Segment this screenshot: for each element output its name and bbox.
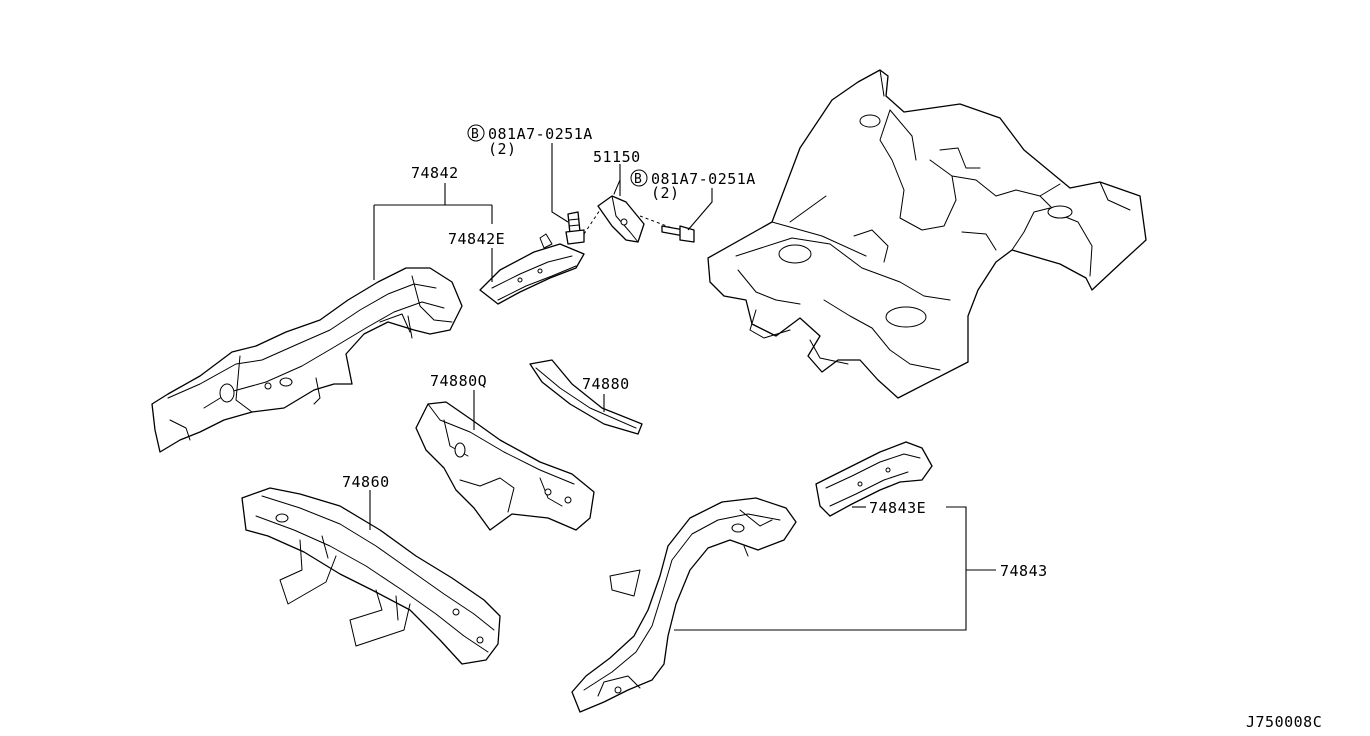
front-crossmember-74860 xyxy=(241,487,501,665)
bolt-badge-lower-letter: B xyxy=(634,172,642,187)
label-74860: 74860 xyxy=(342,473,390,491)
label-74880q: 74880Q xyxy=(430,372,487,390)
label-74843: 74843 xyxy=(1000,562,1048,580)
right-member-extension xyxy=(815,441,933,517)
bracket-51150 xyxy=(597,179,645,243)
crossmember-74880q xyxy=(415,401,595,531)
label-74842e: 74842E xyxy=(448,230,505,248)
label-74842: 74842 xyxy=(411,164,459,182)
callout-bolt-upper: B 081A7-0251A (2) xyxy=(467,124,593,158)
crossmember-stay-74880 xyxy=(529,359,643,435)
bolt-badge-upper-letter: B xyxy=(471,127,479,142)
right-side-member xyxy=(571,497,797,713)
bracket-bolt-alignment-2 xyxy=(639,215,673,229)
bolt-upper xyxy=(565,211,585,245)
bolt-badge-upper xyxy=(467,124,485,142)
bolt-lower-part-number: 081A7-0251A xyxy=(651,170,756,188)
label-74880: 74880 xyxy=(582,375,630,393)
rear-floor-panel xyxy=(707,69,1147,399)
bolt-lower-quantity: (2) xyxy=(651,184,680,202)
label-51150: 51150 xyxy=(593,148,641,166)
bolt-upper-quantity: (2) xyxy=(488,140,517,158)
label-74843e: 74843E xyxy=(869,499,926,517)
callout-bolt-lower: B 081A7-0251A (2) xyxy=(630,169,756,202)
bolt-upper-part-number: 081A7-0251A xyxy=(488,125,593,143)
left-side-member xyxy=(151,267,463,453)
left-member-extension xyxy=(479,233,585,305)
diagram-id: J750008C xyxy=(1246,713,1322,731)
bolt-badge-lower xyxy=(630,169,648,187)
leader-lines xyxy=(369,143,996,631)
bolt-lower xyxy=(661,225,695,243)
bracket-bolt-alignment xyxy=(583,209,601,235)
